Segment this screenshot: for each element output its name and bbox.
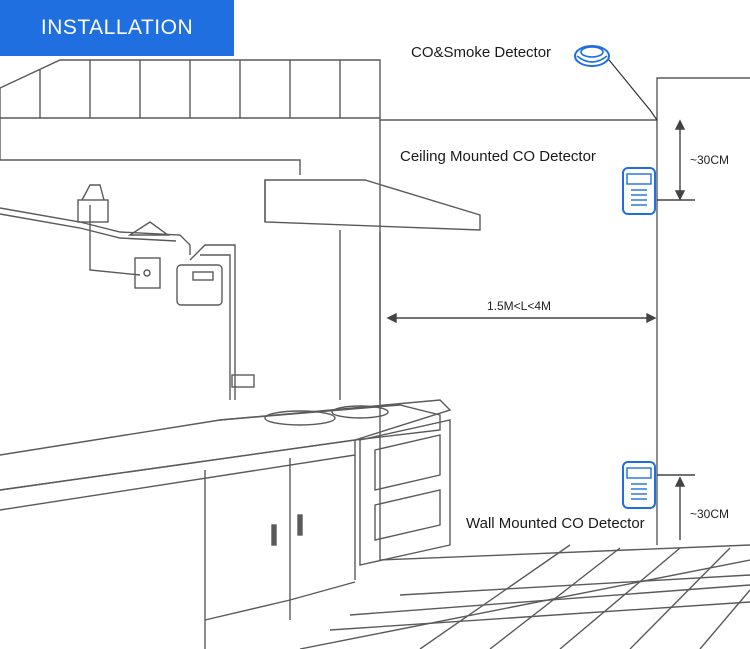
co-smoke-detector-label: CO&Smoke Detector — [411, 44, 552, 61]
ceiling-offset-label: ~30CM — [690, 153, 730, 167]
co-detector-icon — [622, 461, 656, 509]
smoke-detector-icon — [574, 45, 610, 67]
co-detector-icon — [622, 167, 656, 215]
ceiling-detector-label: Ceiling Mounted CO Detector — [400, 148, 596, 165]
distance-label: 1.5M<L<4M — [487, 299, 552, 313]
floor-offset-label: ~30CM — [690, 507, 730, 521]
installation-header: INSTALLATION — [0, 0, 234, 56]
header-title: INSTALLATION — [40, 16, 194, 39]
wall-detector-label: Wall Mounted CO Detector — [466, 515, 645, 532]
